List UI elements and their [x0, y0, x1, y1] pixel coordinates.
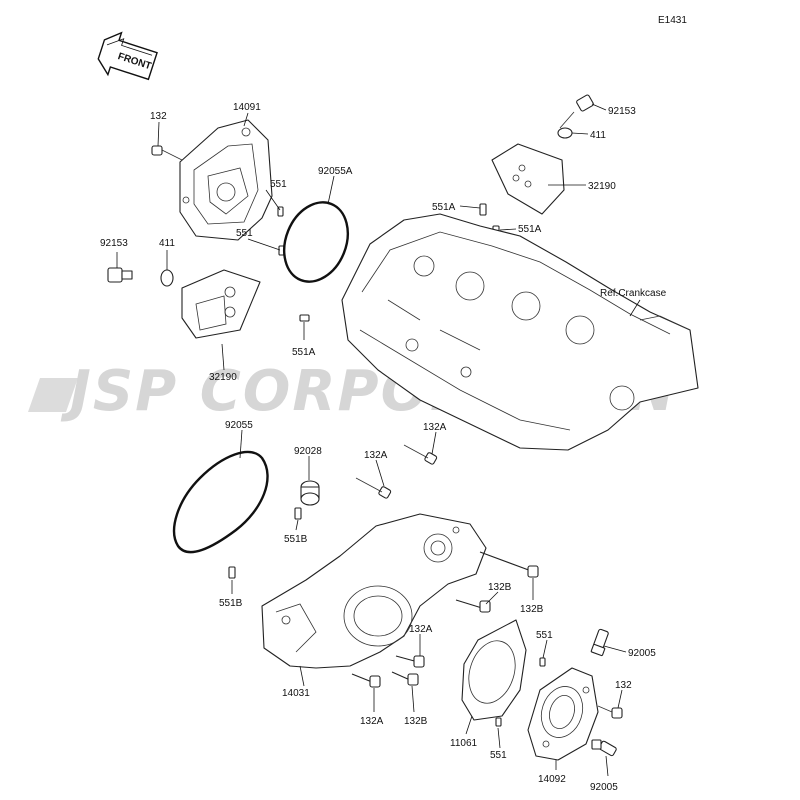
- oring-92055: [172, 450, 269, 554]
- label-411-right: 411: [590, 130, 606, 141]
- label-132A-mid: 132A: [364, 450, 388, 461]
- gasket-11061: [461, 619, 527, 721]
- bolt-92153-right: [559, 94, 594, 129]
- label-132B-mid: 132B: [488, 582, 512, 593]
- label-551-low: 551: [536, 630, 553, 641]
- plate-32190-right: [491, 143, 565, 215]
- bolt-132B-bottom: [391, 671, 419, 686]
- collar-92028: [300, 480, 320, 506]
- dowel-551A-top: [479, 203, 487, 216]
- label-551B-left: 551B: [219, 598, 243, 609]
- label-92055: 92055: [225, 420, 253, 431]
- label-92055A: 92055A: [318, 166, 353, 177]
- label-92028: 92028: [294, 446, 322, 457]
- cover-14091: [179, 119, 273, 241]
- diagram-id: E1431: [658, 15, 687, 26]
- bolt-132A-upper: [403, 444, 438, 465]
- label-551A-mid: 551A: [518, 224, 542, 235]
- label-14091: 14091: [233, 102, 261, 113]
- label-92153-right: 92153: [608, 106, 636, 117]
- front-arrow-icon: FRONT: [97, 31, 158, 81]
- label-14092: 14092: [538, 774, 566, 785]
- cover-14031: [261, 513, 487, 669]
- dowel-pins-551-top: [277, 206, 285, 256]
- dowel-551-bottom: [495, 717, 502, 727]
- fitting-92005-top: [590, 628, 609, 657]
- bolt-92153-left: [107, 267, 133, 283]
- label-551-bottom: 551: [490, 750, 507, 761]
- bolt-132-low: [597, 705, 623, 719]
- label-551-a: 551: [270, 179, 287, 190]
- label-32190-left: 32190: [209, 372, 237, 383]
- plate-32190-left: [181, 269, 261, 339]
- leader-lines: [116, 103, 641, 777]
- label-551-b: 551: [236, 228, 253, 239]
- label-92005-top: 92005: [628, 648, 656, 659]
- oring-92055A: [283, 201, 349, 283]
- dowel-551-low: [539, 657, 546, 667]
- washer-411-right: [557, 127, 573, 139]
- bolt-132-top: [151, 145, 183, 161]
- label-132A-low: 132A: [409, 624, 433, 635]
- label-32190-right: 32190: [588, 181, 616, 192]
- cover-14092: [527, 667, 599, 761]
- dowel-551B-top: [294, 507, 302, 520]
- label-132A-bottom: 132A: [360, 716, 384, 727]
- label-551A-left: 551A: [292, 347, 316, 358]
- label-132A-top: 132A: [423, 422, 447, 433]
- label-132-top: 132: [150, 111, 167, 122]
- bolt-132A-mid: [355, 477, 392, 499]
- washer-411-left: [160, 269, 174, 287]
- label-551A-top: 551A: [432, 202, 456, 213]
- label-ref-crankcase: Ref.Crankcase: [600, 288, 667, 299]
- bolt-132B-right: [479, 551, 539, 578]
- bolt-132B-mid: [455, 599, 491, 613]
- label-11061: 11061: [450, 738, 478, 749]
- label-14031: 14031: [282, 688, 310, 699]
- label-132B-bottom: 132B: [404, 716, 428, 727]
- label-551B-top: 551B: [284, 534, 308, 545]
- crankcase: [341, 213, 699, 451]
- bolt-132A-low: [395, 655, 425, 668]
- label-411-left: 411: [159, 238, 175, 249]
- part-labels: 132 14091 551 551 92055A 92153 411 32190…: [100, 102, 667, 793]
- dowel-551A-left: [299, 314, 310, 322]
- label-132-low: 132: [615, 680, 632, 691]
- bolt-132A-bottom: [351, 673, 381, 688]
- dowel-551B-left: [228, 566, 236, 579]
- fitting-92005-bottom: [591, 739, 617, 757]
- label-92005-bottom: 92005: [590, 782, 618, 793]
- label-132B-right: 132B: [520, 604, 544, 615]
- label-92153-left: 92153: [100, 238, 128, 249]
